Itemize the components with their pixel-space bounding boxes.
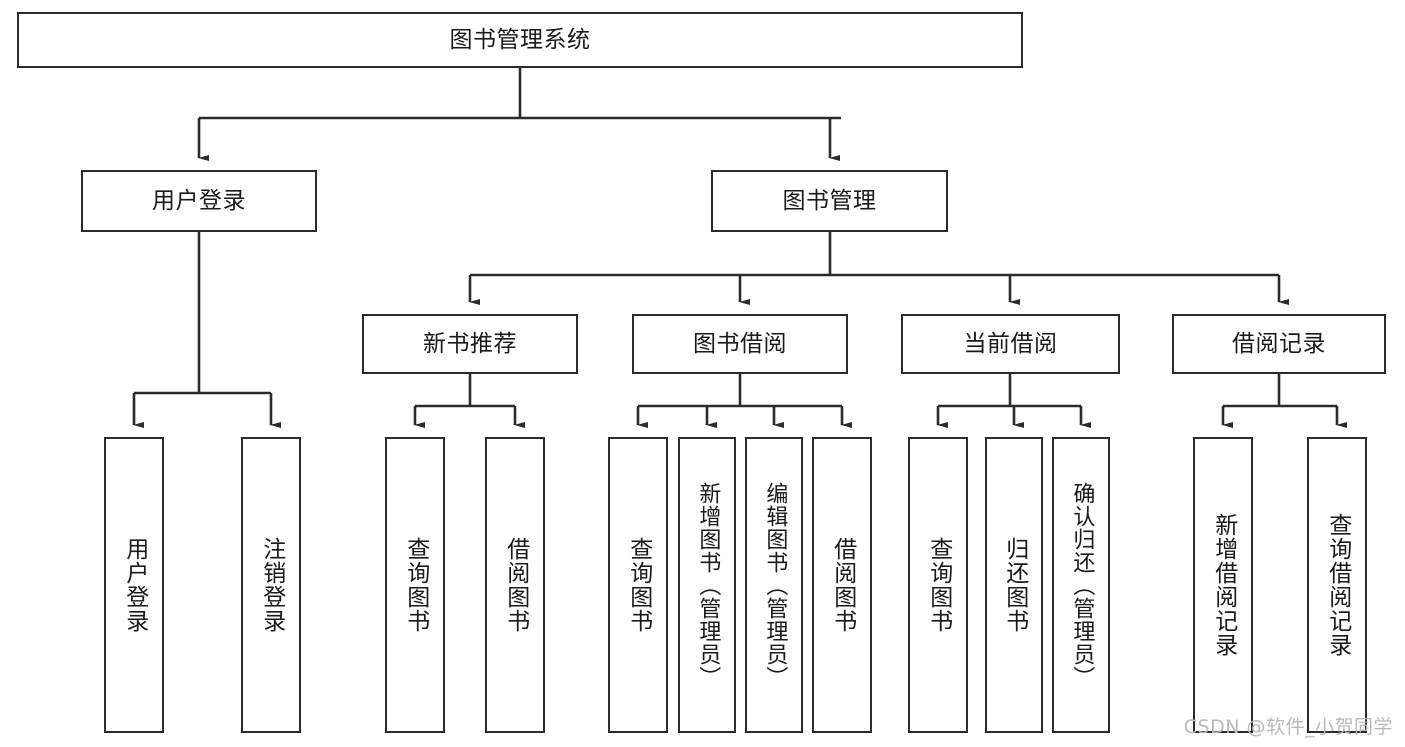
leaf-logout-label: 注销登录	[258, 537, 285, 633]
leaf-edit-book-admin[interactable]: 编辑图书（管理员）	[745, 437, 803, 733]
leaf-logout-inner: 注销登录	[243, 439, 299, 731]
leaf-confirm-return-admin[interactable]: 确认归还（管理员）	[1052, 437, 1110, 733]
node-current-borrow-label: 当前借阅	[963, 330, 1058, 357]
node-new-book-recommend[interactable]: 新书推荐	[362, 314, 578, 374]
node-root-system[interactable]: 图书管理系统	[17, 12, 1023, 68]
leaf-query-book-borrow-label: 查询图书	[625, 537, 652, 633]
leaf-return-book-label: 归还图书	[1001, 537, 1028, 633]
connector-root-to-level2	[197, 68, 841, 161]
leaf-query-book-recommend-label: 查询图书	[402, 537, 429, 633]
node-current-borrow[interactable]: 当前借阅	[901, 314, 1120, 374]
node-user-login[interactable]: 用户登录	[81, 170, 317, 232]
node-book-borrow[interactable]: 图书借阅	[632, 314, 848, 374]
leaf-query-book-current[interactable]: 查询图书	[908, 437, 968, 733]
leaf-add-book-admin-label: 新增图书（管理员）	[695, 481, 721, 689]
leaf-confirm-return-admin-label: 确认归还（管理员）	[1069, 481, 1095, 689]
leaf-add-book-admin[interactable]: 新增图书（管理员）	[678, 437, 736, 733]
node-book-manage-label: 图书管理	[782, 187, 877, 214]
leaf-return-book-inner: 归还图书	[987, 439, 1041, 731]
leaf-query-book-recommend[interactable]: 查询图书	[385, 437, 445, 733]
leaf-user-login-label: 用户登录	[121, 537, 148, 633]
leaf-edit-book-admin-label: 编辑图书（管理员）	[762, 481, 788, 689]
node-book-manage[interactable]: 图书管理	[711, 170, 948, 232]
leaf-query-borrow-record[interactable]: 查询借阅记录	[1307, 437, 1367, 733]
leaf-borrow-book-inner: 借阅图书	[814, 439, 870, 731]
leaf-add-borrow-record[interactable]: 新增借阅记录	[1193, 437, 1253, 733]
leaf-query-book-borrow-inner: 查询图书	[610, 439, 666, 731]
node-root-label: 图书管理系统	[449, 26, 591, 53]
connector-userlogin-to-leaves	[132, 232, 281, 428]
node-user-login-label: 用户登录	[152, 187, 246, 214]
connector-borrowrecord-to-leaves	[1221, 374, 1347, 428]
node-borrow-record-label: 借阅记录	[1232, 330, 1326, 357]
leaf-borrow-book[interactable]: 借阅图书	[812, 437, 872, 733]
leaf-borrow-book-label: 借阅图书	[829, 537, 856, 633]
leaf-query-book-borrow[interactable]: 查询图书	[608, 437, 668, 733]
connector-bookmanage-to-level3	[468, 232, 1289, 305]
leaf-borrow-book-recommend[interactable]: 借阅图书	[485, 437, 545, 733]
node-new-book-recommend-label: 新书推荐	[423, 330, 517, 357]
connector-currentborrow-to-leaves	[936, 374, 1091, 428]
leaf-user-login[interactable]: 用户登录	[104, 437, 164, 733]
node-borrow-record[interactable]: 借阅记录	[1172, 314, 1386, 374]
leaf-add-borrow-record-label: 新增借阅记录	[1210, 513, 1237, 657]
leaf-logout[interactable]: 注销登录	[241, 437, 301, 733]
connector-newbook-to-leaves	[413, 374, 525, 428]
leaf-query-borrow-record-inner: 查询借阅记录	[1309, 439, 1365, 731]
leaf-add-borrow-record-inner: 新增借阅记录	[1195, 439, 1251, 731]
leaf-query-book-current-inner: 查询图书	[910, 439, 966, 731]
node-book-borrow-label: 图书借阅	[693, 330, 787, 357]
leaf-query-borrow-record-label: 查询借阅记录	[1324, 513, 1351, 657]
leaf-borrow-book-recommend-label: 借阅图书	[502, 537, 529, 633]
leaf-add-book-admin-inner: 新增图书（管理员）	[680, 439, 734, 731]
leaf-confirm-return-admin-inner: 确认归还（管理员）	[1054, 439, 1108, 731]
leaf-edit-book-admin-inner: 编辑图书（管理员）	[747, 439, 801, 731]
leaf-return-book[interactable]: 归还图书	[985, 437, 1043, 733]
connector-bookborrow-to-leaves	[636, 374, 852, 428]
leaf-query-book-current-label: 查询图书	[925, 537, 952, 633]
leaf-user-login-inner: 用户登录	[106, 439, 162, 731]
leaf-query-book-recommend-inner: 查询图书	[387, 439, 443, 731]
leaf-borrow-book-recommend-inner: 借阅图书	[487, 439, 543, 731]
